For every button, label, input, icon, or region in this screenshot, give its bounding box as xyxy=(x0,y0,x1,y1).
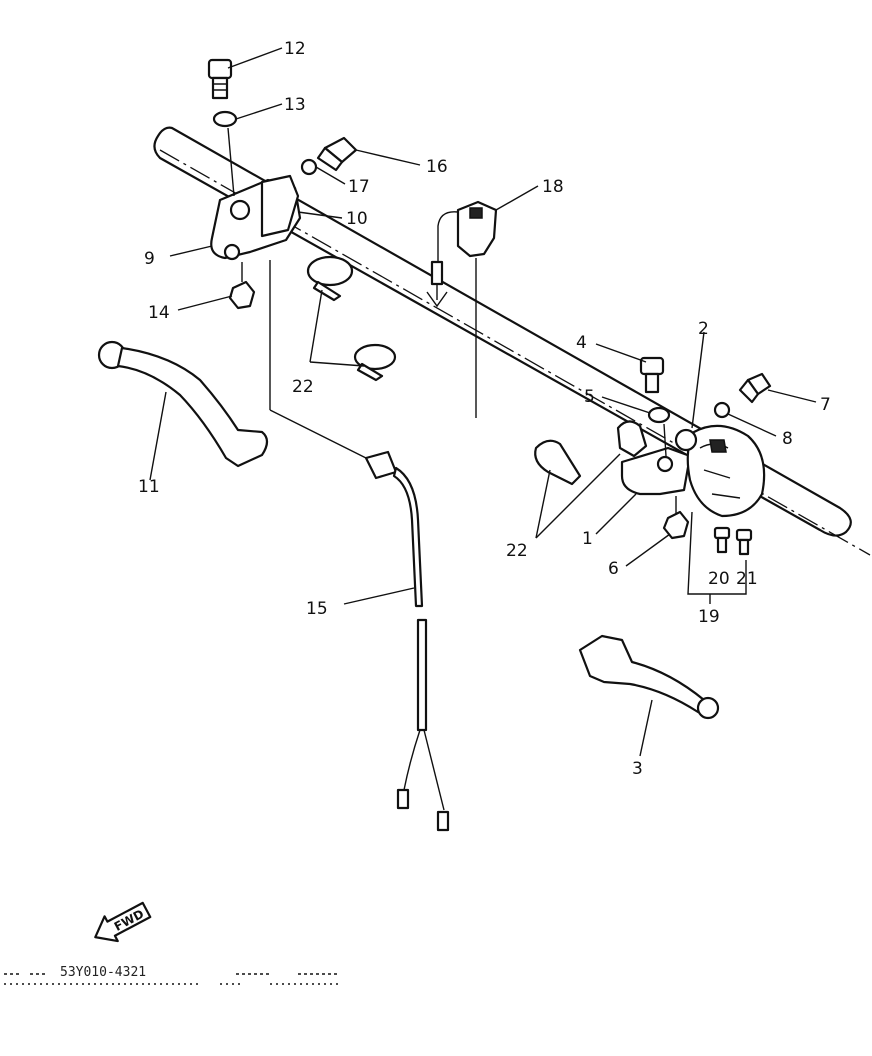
callout-22-left: 22 xyxy=(292,377,314,397)
callout-19: 19 xyxy=(698,607,720,627)
bolt-16 xyxy=(316,136,358,172)
callout-4: 4 xyxy=(576,333,587,353)
diagram-code: 53Y010-4321 xyxy=(60,965,146,980)
washer-5 xyxy=(647,406,671,424)
callout-3: 3 xyxy=(632,759,643,779)
callout-11: 11 xyxy=(138,477,160,497)
washer-8 xyxy=(713,401,731,419)
clutch-lever-11 xyxy=(97,340,269,468)
brake-lever-3 xyxy=(578,634,720,720)
band-22-upper xyxy=(306,255,354,302)
nut-14 xyxy=(228,262,256,310)
callout-17: 17 xyxy=(348,177,370,197)
lever-holder-1 xyxy=(620,446,692,496)
callout-21: 21 xyxy=(736,569,758,589)
washer-13 xyxy=(212,110,238,128)
callout-16: 16 xyxy=(426,157,448,177)
band-22-right xyxy=(616,420,648,458)
callout-7: 7 xyxy=(820,395,831,415)
callout-2: 2 xyxy=(698,319,709,339)
callout-5: 5 xyxy=(584,387,595,407)
callout-20: 20 xyxy=(708,569,730,589)
lever-holder xyxy=(210,174,302,261)
switch-assembly-2 xyxy=(674,424,766,518)
screw-20 xyxy=(713,526,731,554)
switch-18 xyxy=(426,200,498,418)
callout-9: 9 xyxy=(144,249,155,269)
callout-18: 18 xyxy=(542,177,564,197)
callout-12: 12 xyxy=(284,39,306,59)
band-22-lower xyxy=(534,439,582,486)
leader-lines xyxy=(149,47,817,757)
callout-1: 1 xyxy=(582,529,593,549)
band-22-middle xyxy=(353,343,397,382)
washer-17 xyxy=(300,158,318,176)
code-strip: 53Y010-4321 xyxy=(4,965,340,985)
callout-14: 14 xyxy=(148,303,170,323)
bolt-4 xyxy=(639,356,665,394)
callout-10: 10 xyxy=(346,209,368,229)
screw-7 xyxy=(738,372,772,404)
callout-8: 8 xyxy=(782,429,793,449)
fwd-arrow-icon: FWD xyxy=(94,901,152,943)
bolt-12 xyxy=(207,58,233,100)
nut-6 xyxy=(662,510,690,540)
callout-22-right: 22 xyxy=(506,541,528,561)
callout-13: 13 xyxy=(284,95,306,115)
callout-15: 15 xyxy=(306,599,328,619)
callout-6: 6 xyxy=(608,559,619,579)
cable-15 xyxy=(269,260,450,832)
screw-21 xyxy=(735,528,753,556)
